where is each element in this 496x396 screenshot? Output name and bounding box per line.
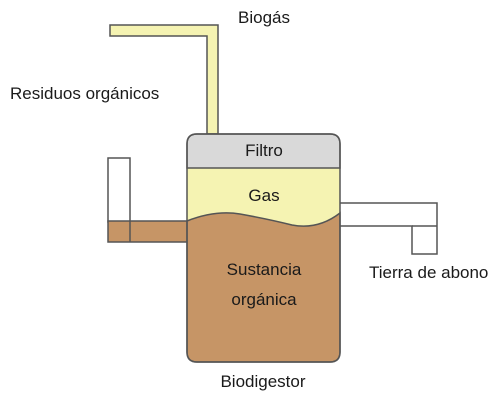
- residuos-label: Residuos orgánicos: [10, 84, 159, 103]
- output-pipe: [337, 202, 438, 255]
- input-pipe-organic: [107, 220, 189, 243]
- filtro-label: Filtro: [245, 141, 283, 160]
- biodigestor-label: Biodigestor: [220, 372, 305, 391]
- tank-outline: [186, 133, 341, 363]
- biogas-label: Biogás: [238, 8, 290, 27]
- tierra-label: Tierra de abono: [369, 263, 488, 282]
- biogas-pipe: [109, 24, 219, 135]
- sustancia-label-line1: Sustancia: [227, 260, 302, 279]
- sustancia-label-line2: orgánica: [231, 290, 297, 309]
- organic-substance-layer: [186, 211, 341, 363]
- input-pipe-vertical: [107, 157, 131, 223]
- gas-label: Gas: [248, 186, 279, 205]
